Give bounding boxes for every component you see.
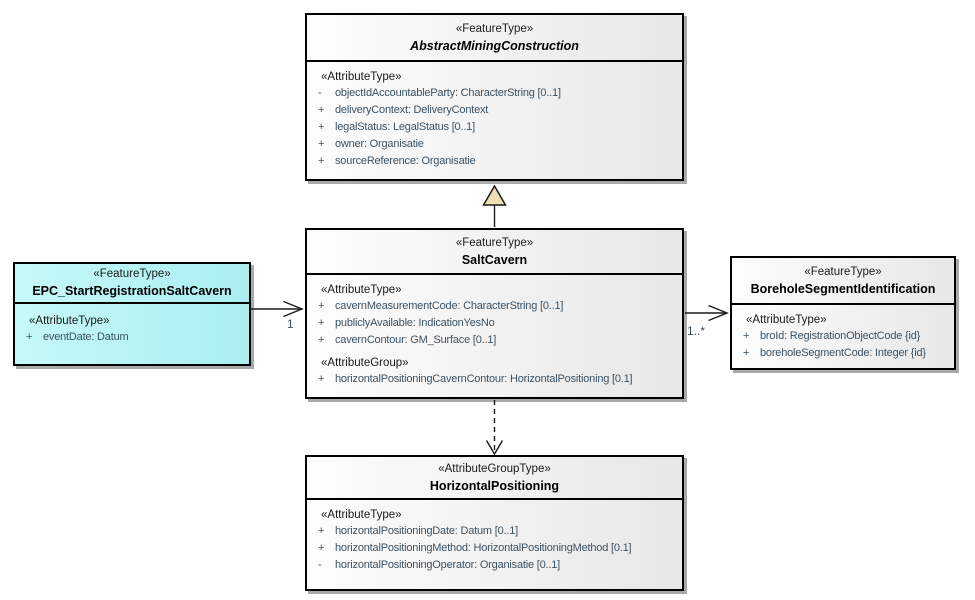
visibility-marker: + — [318, 334, 325, 346]
attribute-text: horizontalPositioningMethod: HorizontalP… — [335, 542, 632, 554]
attribute-text: objectIdAccountableParty: CharacterStrin… — [335, 87, 561, 99]
visibility-marker: + — [318, 300, 325, 312]
attribute-text: horizontalPositioningCavernContour: Hori… — [335, 373, 633, 385]
class-header: «FeatureType» AbstractMiningConstruction — [307, 15, 682, 62]
class-header: «FeatureType» SaltCavern — [307, 230, 682, 275]
attribute-text: cavernMeasurementCode: CharacterString [… — [335, 300, 564, 312]
attribute-type-header: «AttributeType» — [321, 509, 402, 521]
class-name: HorizontalPositioning — [429, 478, 560, 493]
attribute-row: - horizontalPositioningOperator: Organis… — [307, 557, 682, 574]
open-arrowhead-right — [708, 304, 729, 322]
class-attributes-section: «AttributeType» + horizontalPositioningD… — [307, 508, 682, 574]
class-header: «AttributeGroupType» HorizontalPositioni… — [307, 457, 682, 500]
attribute-row: + cavernMeasurementCode: CharacterString… — [307, 298, 682, 315]
attribute-row: + deliveryContext: DeliveryContext — [307, 102, 682, 119]
attribute-text: boreholeSegmentCode: Integer {id} — [760, 347, 926, 359]
generalization-arrow — [482, 184, 507, 227]
dependency-arrow-saltcavern-to-horizontalpositioning — [485, 400, 504, 456]
attribute-row: + owner: Organisatie — [307, 136, 682, 153]
class-header: «FeatureType» EPC_StartRegistrationSaltC… — [15, 264, 249, 304]
visibility-marker: + — [318, 155, 325, 167]
class-stereotype: «FeatureType» — [455, 236, 534, 249]
attribute-text: owner: Organisatie — [335, 138, 424, 150]
visibility-marker: + — [318, 121, 325, 133]
attribute-type-header: «AttributeType» — [321, 284, 402, 296]
generalization-triangle — [482, 184, 507, 206]
visibility-marker: + — [318, 542, 325, 554]
visibility-marker: + — [318, 317, 325, 329]
attribute-text: deliveryContext: DeliveryContext — [335, 104, 489, 116]
visibility-marker: + — [743, 330, 750, 342]
attribute-row: + horizontalPositioningCavernContour: Ho… — [307, 371, 682, 388]
class-box-boreholesegmentidentification[interactable]: «FeatureType» BoreholeSegmentIdentificat… — [730, 256, 956, 370]
visibility-marker: - — [318, 559, 322, 571]
class-name: BoreholeSegmentIdentification — [750, 281, 936, 296]
class-stereotype: «AttributeGroupType» — [438, 462, 551, 475]
class-box-epc-startregistrationsaltcavern[interactable]: «FeatureType» EPC_StartRegistrationSaltC… — [13, 262, 251, 366]
attribute-row: + sourceReference: Organisatie — [307, 153, 682, 170]
attribute-row: + cavernContour: GM_Surface [0..1] — [307, 332, 682, 349]
attribute-row: + eventDate: Datum — [15, 329, 249, 346]
attribute-row: + horizontalPositioningMethod: Horizonta… — [307, 540, 682, 557]
association-arrow-epc-to-saltcavern — [250, 300, 304, 318]
class-box-abstractminingconstruction[interactable]: «FeatureType» AbstractMiningConstruction… — [305, 13, 684, 181]
multiplicity-label-left: 1 — [287, 317, 294, 331]
attribute-row: + boreholeSegmentCode: Integer {id} — [732, 345, 954, 362]
multiplicity-label-right: 1..* — [687, 324, 706, 338]
attribute-text: legalStatus: LegalStatus [0..1] — [335, 121, 475, 133]
attribute-text: broId: RegistrationObjectCode {id} — [760, 330, 921, 342]
attribute-group-header: «AttributeGroup» — [321, 357, 409, 369]
attribute-row: + horizontalPositioningDate: Datum [0..1… — [307, 523, 682, 540]
visibility-marker: + — [318, 138, 325, 150]
class-box-saltcavern[interactable]: «FeatureType» SaltCavern «AttributeType»… — [305, 228, 684, 399]
class-name: EPC_StartRegistrationSaltCavern — [32, 284, 232, 298]
visibility-marker: + — [26, 331, 33, 343]
class-attributes-section: «AttributeType» + cavernMeasurementCode:… — [307, 283, 682, 388]
attribute-text: publiclyAvailable: IndicationYesNo — [335, 317, 495, 329]
attribute-text: sourceReference: Organisatie — [335, 155, 476, 167]
class-name: AbstractMiningConstruction — [410, 38, 579, 53]
class-box-horizontalpositioning[interactable]: «AttributeGroupType» HorizontalPositioni… — [305, 455, 684, 591]
visibility-marker: + — [743, 347, 750, 359]
attribute-text: horizontalPositioningOperator: Organisat… — [335, 559, 560, 571]
class-stereotype: «FeatureType» — [93, 268, 171, 280]
attribute-type-header: «AttributeType» — [321, 71, 402, 83]
open-arrowhead-down — [485, 440, 504, 456]
class-stereotype: «FeatureType» — [455, 22, 534, 35]
association-arrow-saltcavern-to-borehole — [685, 304, 729, 322]
class-attributes-section: «AttributeType» - objectIdAccountablePar… — [307, 70, 682, 170]
class-name: SaltCavern — [461, 252, 528, 267]
attribute-text: eventDate: Datum — [43, 331, 129, 343]
visibility-marker: - — [318, 87, 322, 99]
visibility-marker: + — [318, 525, 325, 537]
attribute-row: + legalStatus: LegalStatus [0..1] — [307, 119, 682, 136]
attribute-text: cavernContour: GM_Surface [0..1] — [335, 334, 497, 346]
class-attributes-section: «AttributeType» + eventDate: Datum — [15, 314, 249, 346]
class-attributes-section: «AttributeType» + broId: RegistrationObj… — [732, 313, 954, 362]
open-arrowhead-left — [283, 300, 304, 318]
attribute-type-header: «AttributeType» — [746, 314, 827, 326]
attribute-type-header: «AttributeType» — [29, 315, 110, 327]
attribute-text: horizontalPositioningDate: Datum [0..1] — [335, 525, 518, 537]
attribute-row: + publiclyAvailable: IndicationYesNo — [307, 315, 682, 332]
class-header: «FeatureType» BoreholeSegmentIdentificat… — [732, 258, 954, 305]
attribute-row: + broId: RegistrationObjectCode {id} — [732, 328, 954, 345]
attribute-row: - objectIdAccountableParty: CharacterStr… — [307, 85, 682, 102]
class-stereotype: «FeatureType» — [804, 265, 882, 278]
visibility-marker: + — [318, 104, 325, 116]
visibility-marker: + — [318, 373, 325, 385]
